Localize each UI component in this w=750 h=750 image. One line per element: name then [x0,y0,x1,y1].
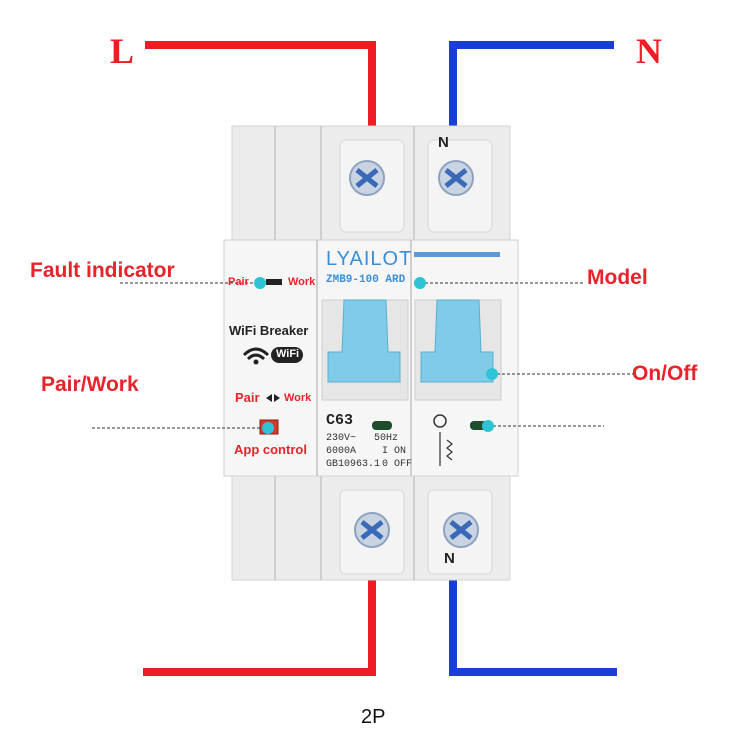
callout-dot-status [482,420,494,432]
rating-label: C63 [326,412,354,429]
app-control-label: App control [234,442,307,457]
neutral-wire-bottom [449,580,617,676]
brand-label: LYAILOT [326,248,413,270]
callout-model: Model [587,266,648,289]
wifi-badge [271,347,303,363]
live-label: L [110,31,135,71]
on-label: I ON [382,446,407,457]
standard-label: GB10963.1 [326,459,381,470]
toggle-left [327,299,401,383]
wifi-badge-label: WiFi [276,348,300,360]
pair-switch-right-label: Work [284,392,312,404]
live-wire-top [145,41,376,128]
caption-2p: 2P [361,706,386,728]
wifi-icon [242,347,270,365]
neutral-mark-bottom: N [444,550,455,567]
neutral-wire-top [449,41,614,128]
neutral-mark-top: N [438,134,449,151]
frequency-label: 50Hz [374,433,399,444]
indicator-pair-label: Pair [228,276,249,288]
callout-fault-indicator: Fault indicator [30,259,175,282]
toggle-right [420,299,494,383]
off-label: 0 OFF [382,459,413,470]
breaking-capacity-label: 6000A [326,446,357,457]
callout-on-off: On/Off [632,362,698,385]
pair-switch-left-label: Pair [235,390,260,405]
callout-pair-work: Pair/Work [41,373,139,396]
wifi-breaker-label: WiFi Breaker [229,323,309,338]
live-wire-bottom [143,580,376,676]
callout-dot-model [414,277,426,289]
callout-dot-onoff [486,368,498,380]
fault-indicator-led [266,279,282,285]
voltage-label: 230V~ [326,433,357,444]
model-code: ZMB9-100 ARD [326,274,406,286]
neutral-label: N [636,31,662,71]
callout-dot-app [262,422,274,434]
callout-dot-fault [254,277,266,289]
indicator-work-label: Work [288,276,316,288]
